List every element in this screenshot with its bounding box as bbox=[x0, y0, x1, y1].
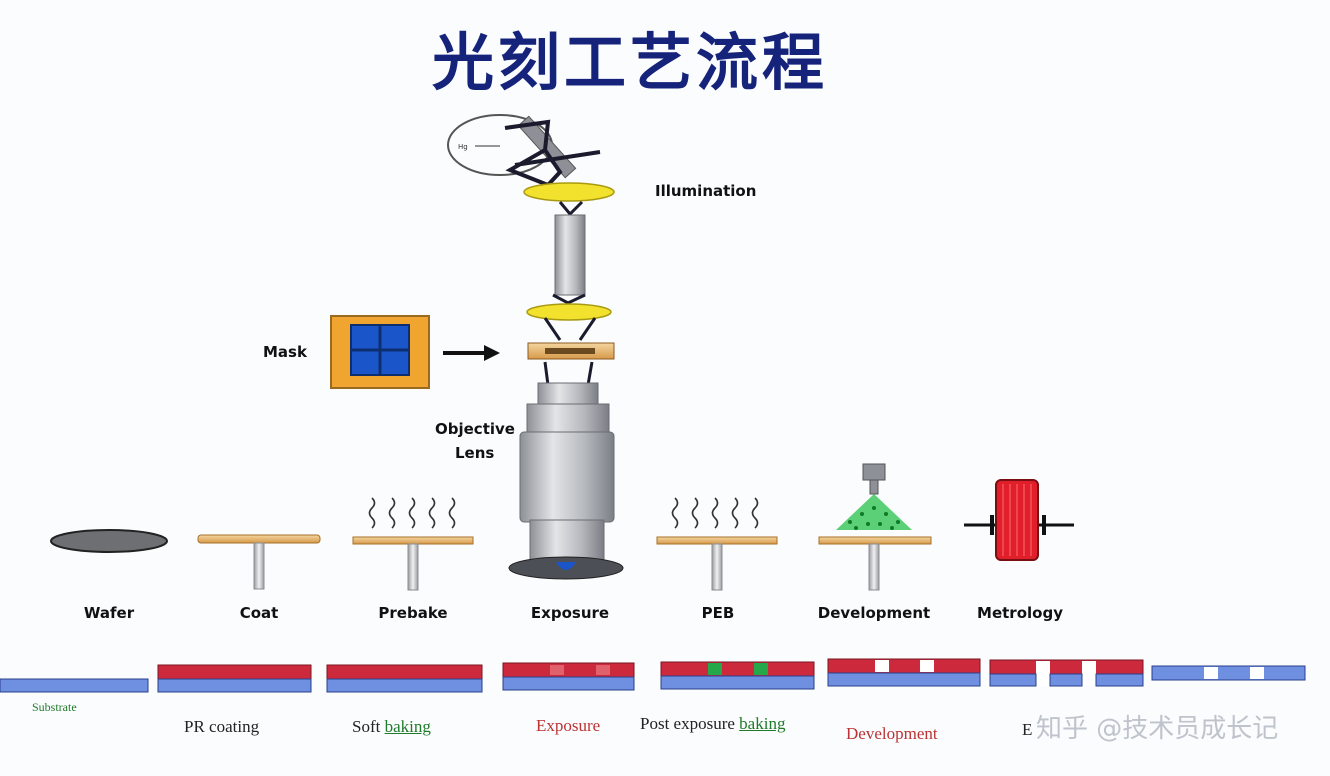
stage-label-post-exposure-baking: Post exposure baking bbox=[640, 714, 786, 733]
stage-label-pr-coating: PR coating bbox=[184, 717, 260, 736]
mask-label: Mask bbox=[263, 343, 307, 361]
stage-substrate-bar bbox=[0, 678, 149, 693]
upper-tube bbox=[526, 214, 612, 341]
illumination-source: Hg bbox=[447, 114, 601, 187]
step-label-peb: PEB bbox=[701, 604, 735, 622]
page-title: 光刻工艺流程 bbox=[431, 26, 828, 99]
stage-label-development: Development bbox=[846, 724, 938, 743]
stage-label-exposure: Exposure bbox=[536, 716, 601, 735]
stage-strip-bar bbox=[1151, 665, 1306, 681]
stage-label-etch: E bbox=[1022, 720, 1033, 739]
stage-pr-coating-bar bbox=[157, 664, 312, 693]
stage-etch-bar bbox=[989, 659, 1144, 687]
objective-label-line2: Lens bbox=[455, 444, 495, 462]
mask-stage bbox=[527, 342, 615, 360]
step-label-development: Development bbox=[817, 604, 931, 622]
stage-label-soft-baking: Soft baking bbox=[352, 717, 431, 736]
wafer-icon bbox=[50, 529, 168, 553]
stage-post-exposure-baking-bar bbox=[660, 661, 815, 690]
stage-soft-baking-bar bbox=[326, 664, 483, 693]
prebake-station-icon bbox=[352, 497, 474, 591]
step-label-metrology: Metrology bbox=[977, 604, 1063, 622]
objective-lens-column bbox=[508, 361, 624, 580]
watermark: 知乎 @技术员成长记 bbox=[1036, 714, 1279, 744]
condenser-lens bbox=[523, 182, 615, 217]
development-station-icon bbox=[818, 463, 932, 591]
illumination-label: Illumination bbox=[655, 182, 757, 200]
step-label-prebake: Prebake bbox=[378, 604, 448, 622]
step-label-exposure: Exposure bbox=[530, 604, 610, 622]
step-label-coat: Coat bbox=[239, 604, 279, 622]
svg-text:Hg: Hg bbox=[458, 143, 468, 151]
stage-development-bar bbox=[827, 658, 981, 687]
objective-label-line1: Objective bbox=[435, 420, 515, 438]
mask-icon bbox=[330, 315, 430, 389]
stage-label-substrate: Substrate bbox=[32, 700, 77, 714]
arrow-right-icon bbox=[443, 345, 500, 361]
metrology-icon bbox=[964, 479, 1074, 561]
step-label-wafer: Wafer bbox=[83, 604, 135, 622]
stage-exposure-bar bbox=[502, 662, 635, 691]
peb-station-icon bbox=[656, 497, 778, 591]
coat-station-icon bbox=[197, 534, 321, 590]
